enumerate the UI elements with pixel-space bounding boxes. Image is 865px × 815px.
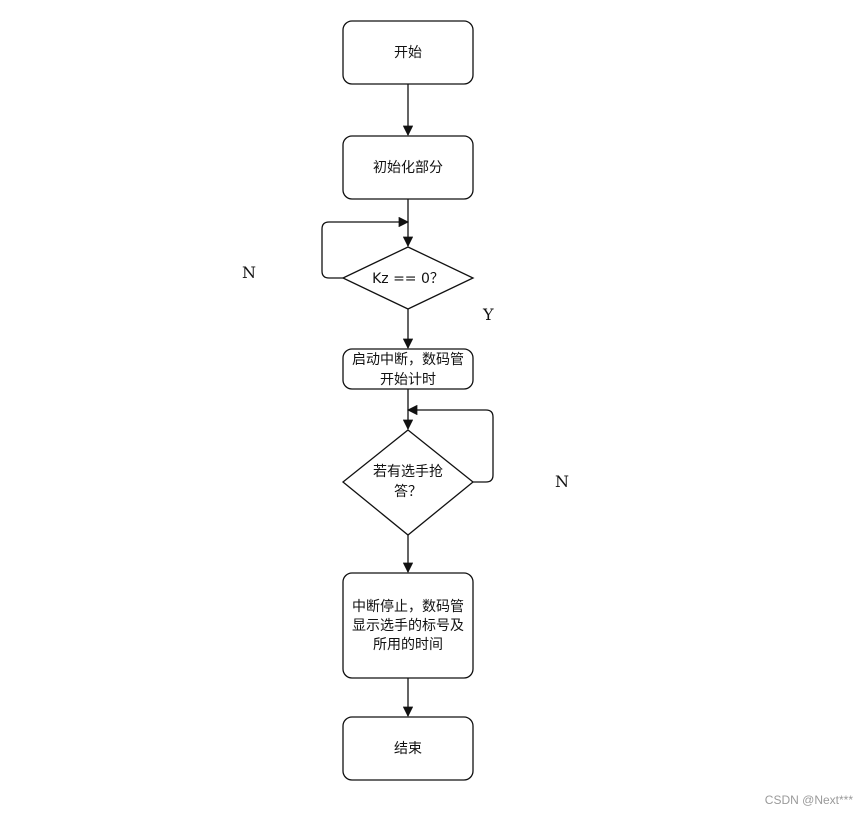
kz-no-label: N — [242, 263, 256, 282]
contestant-check-label-line-1: 若有选手抢 — [373, 463, 443, 480]
loop-kz-no — [321, 216, 410, 279]
kz-yes-label: Y — [482, 305, 494, 324]
loop-contestant-no — [406, 404, 494, 483]
start-node-label: 开始 — [394, 45, 422, 61]
stop-interrupt-label-line-3: 所用的时间 — [373, 637, 443, 653]
csdn-watermark: CSDN @Next*** — [764, 793, 853, 807]
stop-interrupt-node: 中断停止，数码管 显示选手的标号及 所用的时间 — [342, 572, 474, 679]
stop-interrupt-label-line-2: 显示选手的标号及 — [352, 618, 464, 634]
contestant-no-label: N — [555, 472, 569, 491]
start-interrupt-label-line-1: 启动中断，数码管 — [352, 352, 464, 368]
start-interrupt-node: 启动中断，数码管 开始计时 — [342, 348, 474, 390]
start-interrupt-label-line-2: 开始计时 — [380, 372, 436, 388]
init-node-label: 初始化部分 — [373, 159, 443, 176]
stop-interrupt-label-line-1: 中断停止，数码管 — [352, 598, 464, 615]
init-node: 初始化部分 — [342, 135, 474, 200]
end-node: 结束 — [342, 716, 474, 781]
kz-check-decision: Kz == 0？ — [341, 246, 475, 310]
contestant-check-label-line-2: 答？ — [394, 483, 422, 500]
start-node: 开始 — [342, 20, 474, 85]
kz-check-label: Kz == 0？ — [372, 271, 444, 287]
contestant-check-decision: 若有选手抢 答？ — [341, 429, 475, 536]
end-node-label: 结束 — [394, 741, 422, 757]
